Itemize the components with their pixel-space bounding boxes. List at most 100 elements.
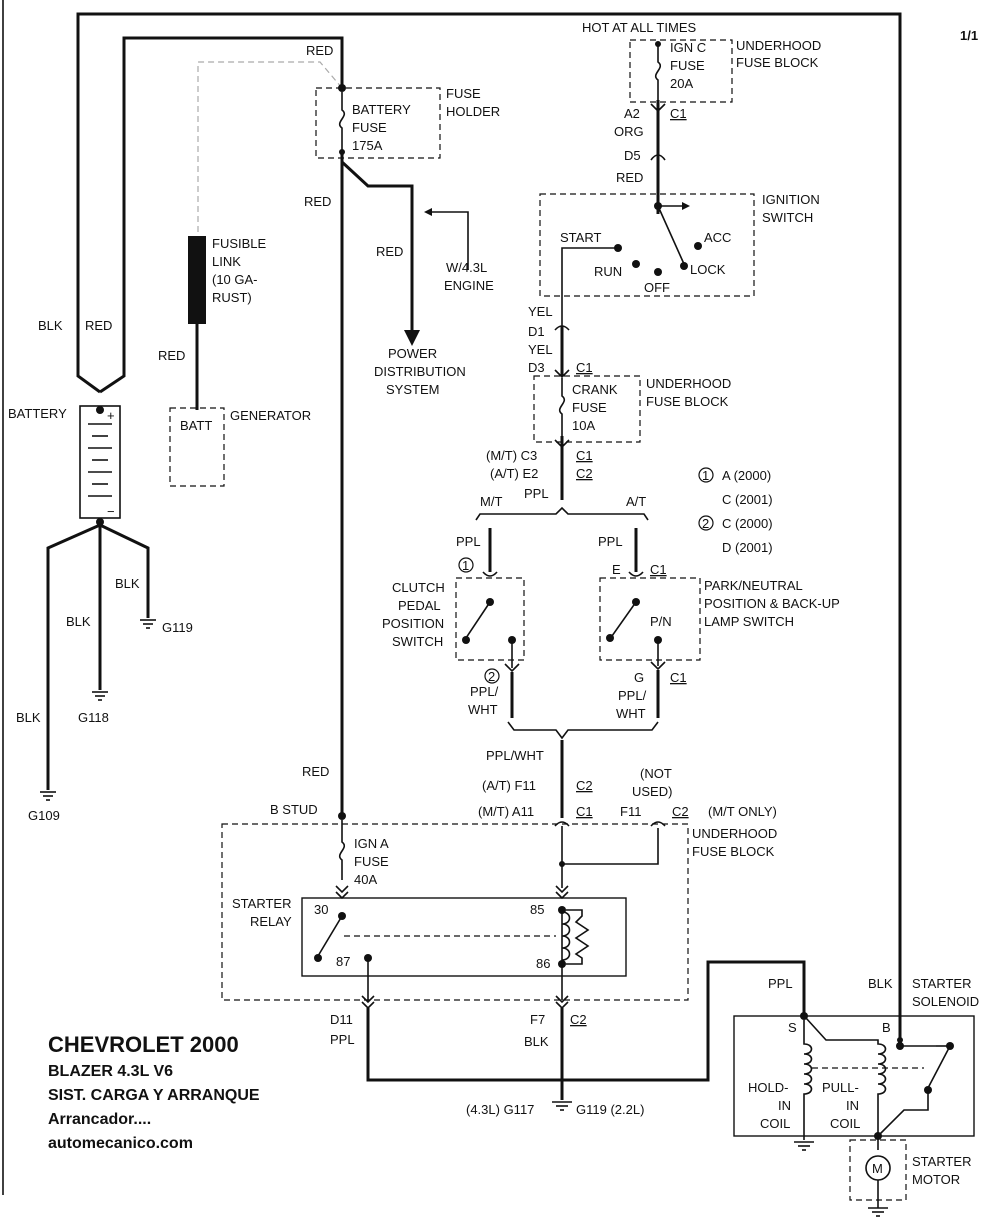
wire-label-yel-2: YEL xyxy=(528,342,553,357)
connector-label-d3: D3 xyxy=(528,360,545,375)
fusible-link-label-4: RUST) xyxy=(212,290,252,305)
hold-in-coil-label-3: COIL xyxy=(760,1116,790,1131)
pn-switch-label-3: LAMP SWITCH xyxy=(704,614,794,629)
pn-switch-blade xyxy=(611,601,637,637)
legend-num-1: 1 xyxy=(702,468,709,483)
legend-1-item-2: C (2001) xyxy=(722,492,773,507)
clutch-switch-label-4: SWITCH xyxy=(392,634,443,649)
crank-fuse-label-3: 10A xyxy=(572,418,595,433)
legend: 1 A (2000) C (2001) 2 C (2000) D (2001) xyxy=(698,467,773,555)
battery xyxy=(79,405,121,526)
battery-negative-sign: − xyxy=(107,504,115,519)
power-distribution-arrow xyxy=(404,330,420,346)
wire-label-red-fuseholder: RED xyxy=(304,194,331,209)
wire-label-ppl-solenoid: PPL xyxy=(768,976,793,991)
connector-label-c3-mt: (M/T) C3 xyxy=(486,448,537,463)
ground-wire-g119 xyxy=(99,523,150,618)
terminal-s-label: S xyxy=(788,1020,797,1035)
ground-label-g119-22l: G119 (2.2L) xyxy=(576,1102,644,1117)
ground-label-g118: G118 xyxy=(78,710,109,725)
ground-label-g119: G119 xyxy=(162,620,193,635)
connector-label-c1-pn: C1 xyxy=(650,562,667,577)
ground-label-g109: G109 xyxy=(28,808,60,823)
connector-label-c2-crank-out: C2 xyxy=(576,466,593,481)
wire-label-wht-clutch: WHT xyxy=(468,702,498,717)
pull-in-coil-label-3: COIL xyxy=(830,1116,860,1131)
pull-in-coil-label-2: IN xyxy=(846,1098,859,1113)
connector-a2-mark xyxy=(650,103,666,113)
connector-a11-mark xyxy=(554,821,570,827)
clutch-switch-contact-1 xyxy=(462,636,470,644)
title-make: CHEVROLET 2000 xyxy=(48,1032,239,1057)
split-label-at: A/T xyxy=(626,494,646,509)
ground-symbol-g118 xyxy=(92,691,108,701)
switch-pos-run[interactable] xyxy=(632,260,640,268)
connector-label-c1-crank-out: C1 xyxy=(576,448,593,463)
underhood-fuse-block-label-2b: FUSE BLOCK xyxy=(646,394,729,409)
switch-pos-acc[interactable] xyxy=(694,242,702,250)
title-site: automecanico.com xyxy=(48,1135,193,1152)
connector-label-a11-mt: (M/T) A11 xyxy=(478,804,534,819)
connector-label-c1-main: C1 xyxy=(576,804,593,819)
starter-solenoid-label-2: SOLENOID xyxy=(912,994,979,1009)
crank-fuse-label-1: CRANK xyxy=(572,382,618,397)
wire-label-ppl-pn: PPL xyxy=(598,534,623,549)
wire-label-blk-solenoid: BLK xyxy=(868,976,893,991)
wire-label-blk-g118: BLK xyxy=(66,614,91,629)
clutch-switch-out-connector xyxy=(504,663,520,673)
starter-relay-box xyxy=(301,897,627,977)
connector-d3-mark xyxy=(554,369,570,379)
wire-label-yel-1: YEL xyxy=(528,304,553,319)
clutch-switch-label-2: PEDAL xyxy=(398,598,441,613)
pn-label: P/N xyxy=(650,614,672,629)
legend-marker-1-num: 1 xyxy=(462,558,469,573)
relay-pin-85: 85 xyxy=(530,902,544,917)
switch-pos-off[interactable] xyxy=(654,268,662,276)
clutch-switch-label-3: POSITION xyxy=(382,616,444,631)
page-label: 1/1 xyxy=(960,28,978,43)
b-stud-label: B STUD xyxy=(270,802,318,817)
starter-solenoid-s-feed-wire xyxy=(366,960,806,1082)
connector-label-c2-unused: C2 xyxy=(672,804,689,819)
w43l-pointer-arrow xyxy=(424,208,432,216)
switch-label-lock: LOCK xyxy=(690,262,726,277)
wire-label-red-bstud: RED xyxy=(302,764,329,779)
connector-d1-mark xyxy=(554,325,570,331)
ground-symbol-g109 xyxy=(40,791,56,801)
wire-label-wht-pn: WHT xyxy=(616,706,646,721)
wire-label-ppl-slash-pn: PPL/ xyxy=(618,688,647,703)
connector-label-e: E xyxy=(612,562,621,577)
switch-pos-lock[interactable] xyxy=(680,262,688,270)
w43l-engine-label-2: ENGINE xyxy=(444,278,494,293)
battery-fuse-label-2: FUSE xyxy=(352,120,387,135)
connector-label-f11: F11 xyxy=(620,804,641,819)
connector-label-f11-at: (A/T) F11 xyxy=(482,778,536,793)
ign-a-fuse-symbol xyxy=(338,820,346,880)
legend-2-item-2: D (2001) xyxy=(722,540,773,555)
ignition-switch-box xyxy=(539,193,755,297)
ign-a-fuse-label-2: FUSE xyxy=(354,854,389,869)
relay-pin-30: 30 xyxy=(314,902,328,917)
ign-c-fuse-label-2: FUSE xyxy=(670,58,705,73)
legend-marker-2-num: 2 xyxy=(488,669,495,684)
connector-label-c1-pn-out: C1 xyxy=(670,670,687,685)
relay-pin-87: 87 xyxy=(336,954,350,969)
wire-label-red-ignition: RED xyxy=(616,170,643,185)
pull-in-coil-symbol xyxy=(805,1017,887,1136)
ground-label-g117: (4.3L) G117 xyxy=(466,1102,534,1117)
solenoid-b-junction xyxy=(897,1037,903,1043)
battery-fuse-symbol xyxy=(338,92,346,150)
wire-label-red-battery: RED xyxy=(85,318,112,333)
relay-contact-blade xyxy=(317,915,343,957)
ignition-switch-blade xyxy=(657,205,685,265)
ignition-switch-label-2: SWITCH xyxy=(762,210,813,225)
unused-f11-branch xyxy=(561,826,659,865)
underhood-fuse-block-lower-box xyxy=(221,823,689,1001)
switch-label-start: START xyxy=(560,230,601,245)
pn-switch-contact-1 xyxy=(606,634,614,642)
starter-solenoid-box xyxy=(733,1015,975,1137)
underhood-fuse-block-label-3b: FUSE BLOCK xyxy=(692,844,775,859)
wire-label-blk-f7: BLK xyxy=(524,1034,549,1049)
underhood-fuse-block-label-2a: UNDERHOOD xyxy=(646,376,731,391)
not-used-label-2: USED) xyxy=(632,784,672,799)
